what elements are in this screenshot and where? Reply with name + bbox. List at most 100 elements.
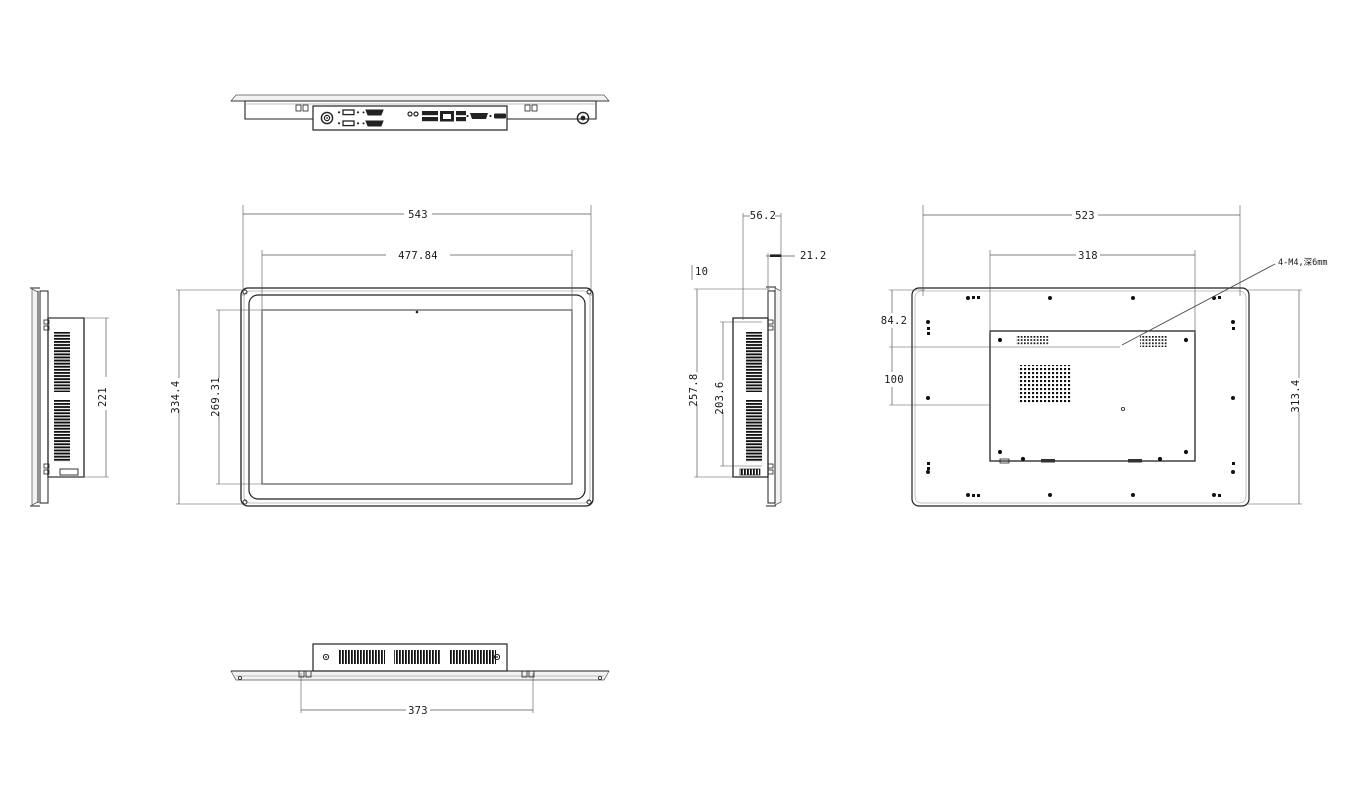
dim-label-left-side-height: 221	[97, 387, 109, 407]
bottom-vent-section-2	[394, 650, 440, 664]
dim-bottom-width: 373	[300, 673, 534, 717]
bottom-vent-section-1	[339, 650, 385, 664]
bottom-flange-screw-right	[598, 676, 603, 681]
power-button-inner	[580, 115, 586, 121]
dim-label-side-depth-bezel: 21.2	[800, 250, 827, 262]
left-bezel-strip	[31, 288, 39, 506]
view-left-side: 221	[30, 287, 109, 507]
serial-port-lower-icon	[365, 120, 384, 127]
lan-stack-window	[443, 114, 451, 119]
left-mount-tab-bot-a	[43, 463, 50, 469]
view-front: 543 477.84 334.4 269.31	[170, 205, 594, 507]
dim-label-side-depth-total: 56.2	[750, 210, 777, 222]
left-vent-lower	[54, 400, 70, 462]
dim-front-height-screen: 269.31	[210, 309, 264, 485]
front-screen-area	[261, 309, 573, 485]
dim-rear-width-outer: 523	[922, 205, 1241, 296]
rear-screw-right-1b	[1232, 327, 1235, 330]
dim-label-bottom-width: 373	[408, 705, 428, 717]
right-vent-upper	[746, 332, 762, 392]
rear-notch-2	[1041, 459, 1055, 463]
left-chassis-front	[39, 290, 49, 504]
vesa-note-label: 4-M4,深6mm	[1278, 258, 1327, 268]
left-bottom-connector	[59, 468, 79, 476]
rear-screw-right-1	[1231, 320, 1235, 324]
dim-label-front-height-outer: 334.4	[170, 380, 182, 413]
rear-screw-left-3	[926, 470, 930, 474]
usb-screw-ur	[356, 111, 360, 114]
hdmi-port-icon	[494, 113, 506, 119]
db9-screw-ll	[362, 122, 365, 125]
rear-screw-top-1c	[977, 296, 980, 299]
rear-screw-left-1b	[927, 327, 930, 330]
rear-inner-screw-br	[1183, 449, 1189, 455]
annotation-vesa: 4-M4,深6mm	[1121, 258, 1327, 346]
rear-screw-top-2	[1048, 296, 1052, 300]
rear-screw-top-4b	[1218, 296, 1221, 299]
rear-vent-patch-left	[1016, 335, 1049, 345]
lan-port-right-upper	[456, 111, 466, 116]
lan-port-lower	[422, 117, 438, 122]
front-sensor-dot	[415, 310, 419, 314]
bottom-tab-left-b	[305, 670, 312, 678]
dim-label-front-width-outer: 543	[408, 209, 428, 221]
view-top	[230, 94, 610, 131]
usb-port-upper-icon	[342, 109, 355, 116]
rear-screw-top-3	[1131, 296, 1135, 300]
view-right-side: 56.2 21.2 10 257.8 20	[688, 210, 827, 507]
left-mount-tab-bot-b	[43, 469, 50, 475]
right-chassis-front	[767, 290, 776, 504]
bottom-screw-right	[493, 653, 501, 661]
dim-front-height-outer: 334.4	[170, 289, 245, 505]
dim-front-width-screen: 477.84	[261, 250, 573, 312]
dim-arrow-212	[770, 254, 781, 257]
rear-inner-screw-b2	[1020, 456, 1026, 462]
vga-screw-right	[489, 114, 492, 118]
right-mount-tab-bot-b	[767, 469, 774, 475]
left-vent-upper	[54, 332, 70, 392]
rear-notch-3	[1128, 459, 1142, 463]
dim-side-bezel-thickness: 10	[691, 265, 708, 280]
serial-port-upper-icon	[365, 109, 384, 116]
top-tab-right-a	[524, 104, 531, 112]
dim-label-rear-offset-mid: 100	[884, 374, 904, 386]
right-mount-tab-bot-a	[767, 463, 774, 469]
rear-screw-left-3b	[927, 462, 930, 465]
right-bottom-vent	[739, 468, 761, 476]
power-dc-jack-icon	[320, 111, 334, 125]
right-mount-tab-top-b	[767, 325, 774, 331]
dim-label-rear-offset-top: 84.2	[881, 315, 908, 327]
bottom-screw-left-center	[325, 656, 327, 658]
top-tab-left-a	[295, 104, 302, 112]
power-button-icon	[576, 111, 590, 125]
usb-screw-ul	[337, 111, 341, 114]
usb-screw-lr	[356, 122, 360, 125]
dim-side-height-inner: 203.6	[714, 321, 762, 467]
rear-screw-bot-4b	[1218, 494, 1221, 497]
dim-rear-offset-mid: 100	[884, 347, 990, 406]
dim-side-height-outer: 257.8	[688, 288, 770, 478]
rear-vent-patch-right	[1140, 335, 1168, 347]
power-dc-jack-pin	[326, 117, 328, 119]
bottom-tab-left-a	[298, 670, 305, 678]
top-tab-left-b	[302, 104, 309, 112]
right-bezel-strip	[774, 287, 782, 506]
bottom-screw-left	[322, 653, 330, 661]
rear-screw-bot-1b	[972, 494, 975, 497]
dim-label-side-height-inner: 203.6	[714, 381, 726, 414]
top-tab-right-b	[531, 104, 538, 112]
right-vent-lower	[746, 400, 762, 462]
rear-screw-left-1c	[927, 332, 930, 335]
audio-jack-left	[407, 111, 413, 117]
lan-port-upper	[422, 111, 438, 116]
usb-port-lower-icon	[342, 120, 355, 127]
rear-vesa-center-hole	[1120, 406, 1126, 412]
rear-screw-right-3	[1231, 470, 1235, 474]
rear-screw-bot-1c	[977, 494, 980, 497]
dim-label-rear-height-outer: 313.4	[1290, 379, 1302, 412]
rear-screw-right-3b	[1232, 462, 1235, 465]
rear-screw-bot-2	[1048, 493, 1052, 497]
rear-inner-screw-tr	[1183, 337, 1189, 343]
